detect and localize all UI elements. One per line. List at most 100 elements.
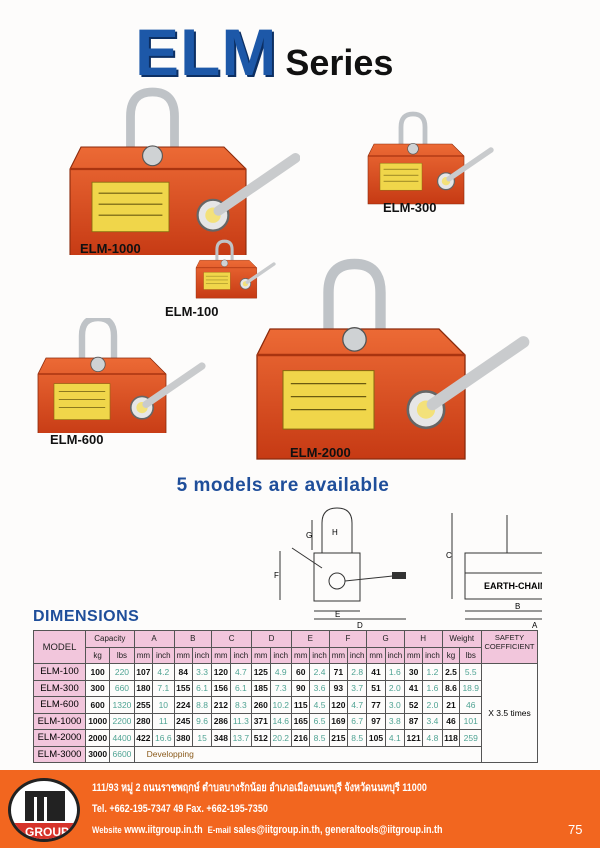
- value-cell: 30: [403, 663, 424, 681]
- product-image-elm-1000: [60, 85, 300, 255]
- value-cell: 660: [109, 679, 135, 697]
- diagram-label-f: F: [274, 571, 279, 580]
- header-capacity: Capacity: [85, 630, 135, 648]
- value-cell: 245: [173, 712, 194, 730]
- subheader-mm: mm: [290, 646, 311, 664]
- subheader-mm: mm: [211, 646, 231, 664]
- diagram-label-h: H: [332, 528, 338, 537]
- value-cell: 10.2: [269, 696, 292, 714]
- value-cell: 6.7: [347, 712, 368, 730]
- diagram-label-a: A: [532, 621, 538, 630]
- header-a: A: [133, 630, 175, 648]
- value-cell: 4400: [109, 729, 135, 747]
- value-cell: 101: [459, 712, 482, 730]
- value-cell: 13.7: [229, 729, 253, 747]
- status-note: Developping: [133, 745, 483, 763]
- diagram-label-b: B: [515, 602, 520, 611]
- value-cell: 2.8: [347, 663, 368, 681]
- value-cell: 4.9: [269, 663, 292, 681]
- value-cell: 97: [366, 712, 386, 730]
- safety-coefficient: X 3.5 times: [481, 663, 538, 763]
- address: 111/93 หมู่ 2 ถนนราชพฤกษ์ ตำบลบางรักน้อย…: [92, 782, 427, 794]
- value-cell: 2.0: [422, 696, 443, 714]
- value-cell: 255: [133, 696, 154, 714]
- subheader-lbs: lbs: [459, 646, 482, 664]
- subheader-inch: inch: [384, 646, 405, 664]
- value-cell: 3.8: [384, 712, 405, 730]
- page-title: ELM Series: [135, 14, 393, 90]
- value-cell: 20.2: [269, 729, 292, 747]
- value-cell: 600: [84, 696, 111, 714]
- value-cell: 2.4: [309, 663, 330, 681]
- value-cell: 2000: [84, 729, 111, 747]
- value-cell: 18.9: [459, 679, 482, 697]
- value-cell: 8.8: [192, 696, 213, 714]
- product-label: ELM-2000: [290, 445, 351, 460]
- value-cell: 71: [328, 663, 349, 681]
- company-logo: GROUP: [8, 778, 80, 842]
- value-cell: 156: [211, 679, 231, 697]
- value-cell: 14.6: [269, 712, 292, 730]
- value-cell: 422: [133, 729, 154, 747]
- product-label: ELM-300: [383, 200, 437, 215]
- value-cell: 6.5: [309, 712, 330, 730]
- title-sub: Series: [285, 42, 394, 83]
- value-cell: 300: [84, 679, 111, 697]
- value-cell: 7.1: [152, 679, 175, 697]
- header-c: C: [211, 630, 253, 648]
- product-label: ELM-100: [165, 304, 219, 319]
- subheader-kg: kg: [441, 646, 461, 664]
- value-cell: 3.0: [384, 696, 405, 714]
- email-link[interactable]: sales@iitgroup.in.th, generaltools@iitgr…: [233, 824, 443, 836]
- value-cell: 216: [290, 729, 311, 747]
- dimensions-title: DIMENSIONS: [33, 608, 140, 625]
- value-cell: 512: [251, 729, 271, 747]
- value-cell: 1000: [84, 712, 111, 730]
- value-cell: 107: [133, 663, 154, 681]
- value-cell: 7.3: [269, 679, 292, 697]
- diagram-label-g: G: [306, 531, 312, 540]
- model-cell: ELM-600: [33, 696, 86, 714]
- value-cell: 3.4: [422, 712, 443, 730]
- product-label: ELM-1000: [80, 241, 141, 256]
- value-cell: 185: [251, 679, 271, 697]
- model-cell: ELM-100: [33, 663, 86, 681]
- product-label: ELM-600: [50, 432, 104, 447]
- value-cell: 87: [403, 712, 424, 730]
- value-cell: 165: [290, 712, 311, 730]
- product-image-elm-2000: [255, 255, 550, 460]
- model-cell: ELM-300: [33, 679, 86, 697]
- value-cell: 4.2: [152, 663, 175, 681]
- value-cell: 121: [403, 729, 424, 747]
- page-number: 75: [568, 822, 583, 837]
- value-cell: 3.3: [192, 663, 213, 681]
- value-cell: 1320: [109, 696, 135, 714]
- value-cell: 180: [133, 679, 154, 697]
- value-cell: 15: [192, 729, 213, 747]
- value-cell: 10: [152, 696, 175, 714]
- value-cell: 51: [366, 679, 386, 697]
- value-cell: 120: [328, 696, 349, 714]
- value-cell: 41: [366, 663, 386, 681]
- value-cell: 2.0: [384, 679, 405, 697]
- subheader-inch: inch: [152, 646, 175, 664]
- value-cell: 169: [328, 712, 349, 730]
- value-cell: 259: [459, 729, 482, 747]
- tagline: 5 models are available: [176, 475, 390, 496]
- value-cell: 4.1: [384, 729, 405, 747]
- email-label: E-mail: [207, 825, 231, 836]
- dimensions-table: MODEL Capacity A B C D E F G H Weight SA…: [33, 630, 538, 763]
- value-cell: 3000: [84, 745, 111, 763]
- website-link[interactable]: www.iitgroup.in.th: [124, 824, 203, 836]
- subheader-inch: inch: [347, 646, 368, 664]
- value-cell: 105: [366, 729, 386, 747]
- value-cell: 371: [251, 712, 271, 730]
- value-cell: 93: [328, 679, 349, 697]
- product-image-elm-600: [35, 318, 220, 433]
- value-cell: 46: [459, 696, 482, 714]
